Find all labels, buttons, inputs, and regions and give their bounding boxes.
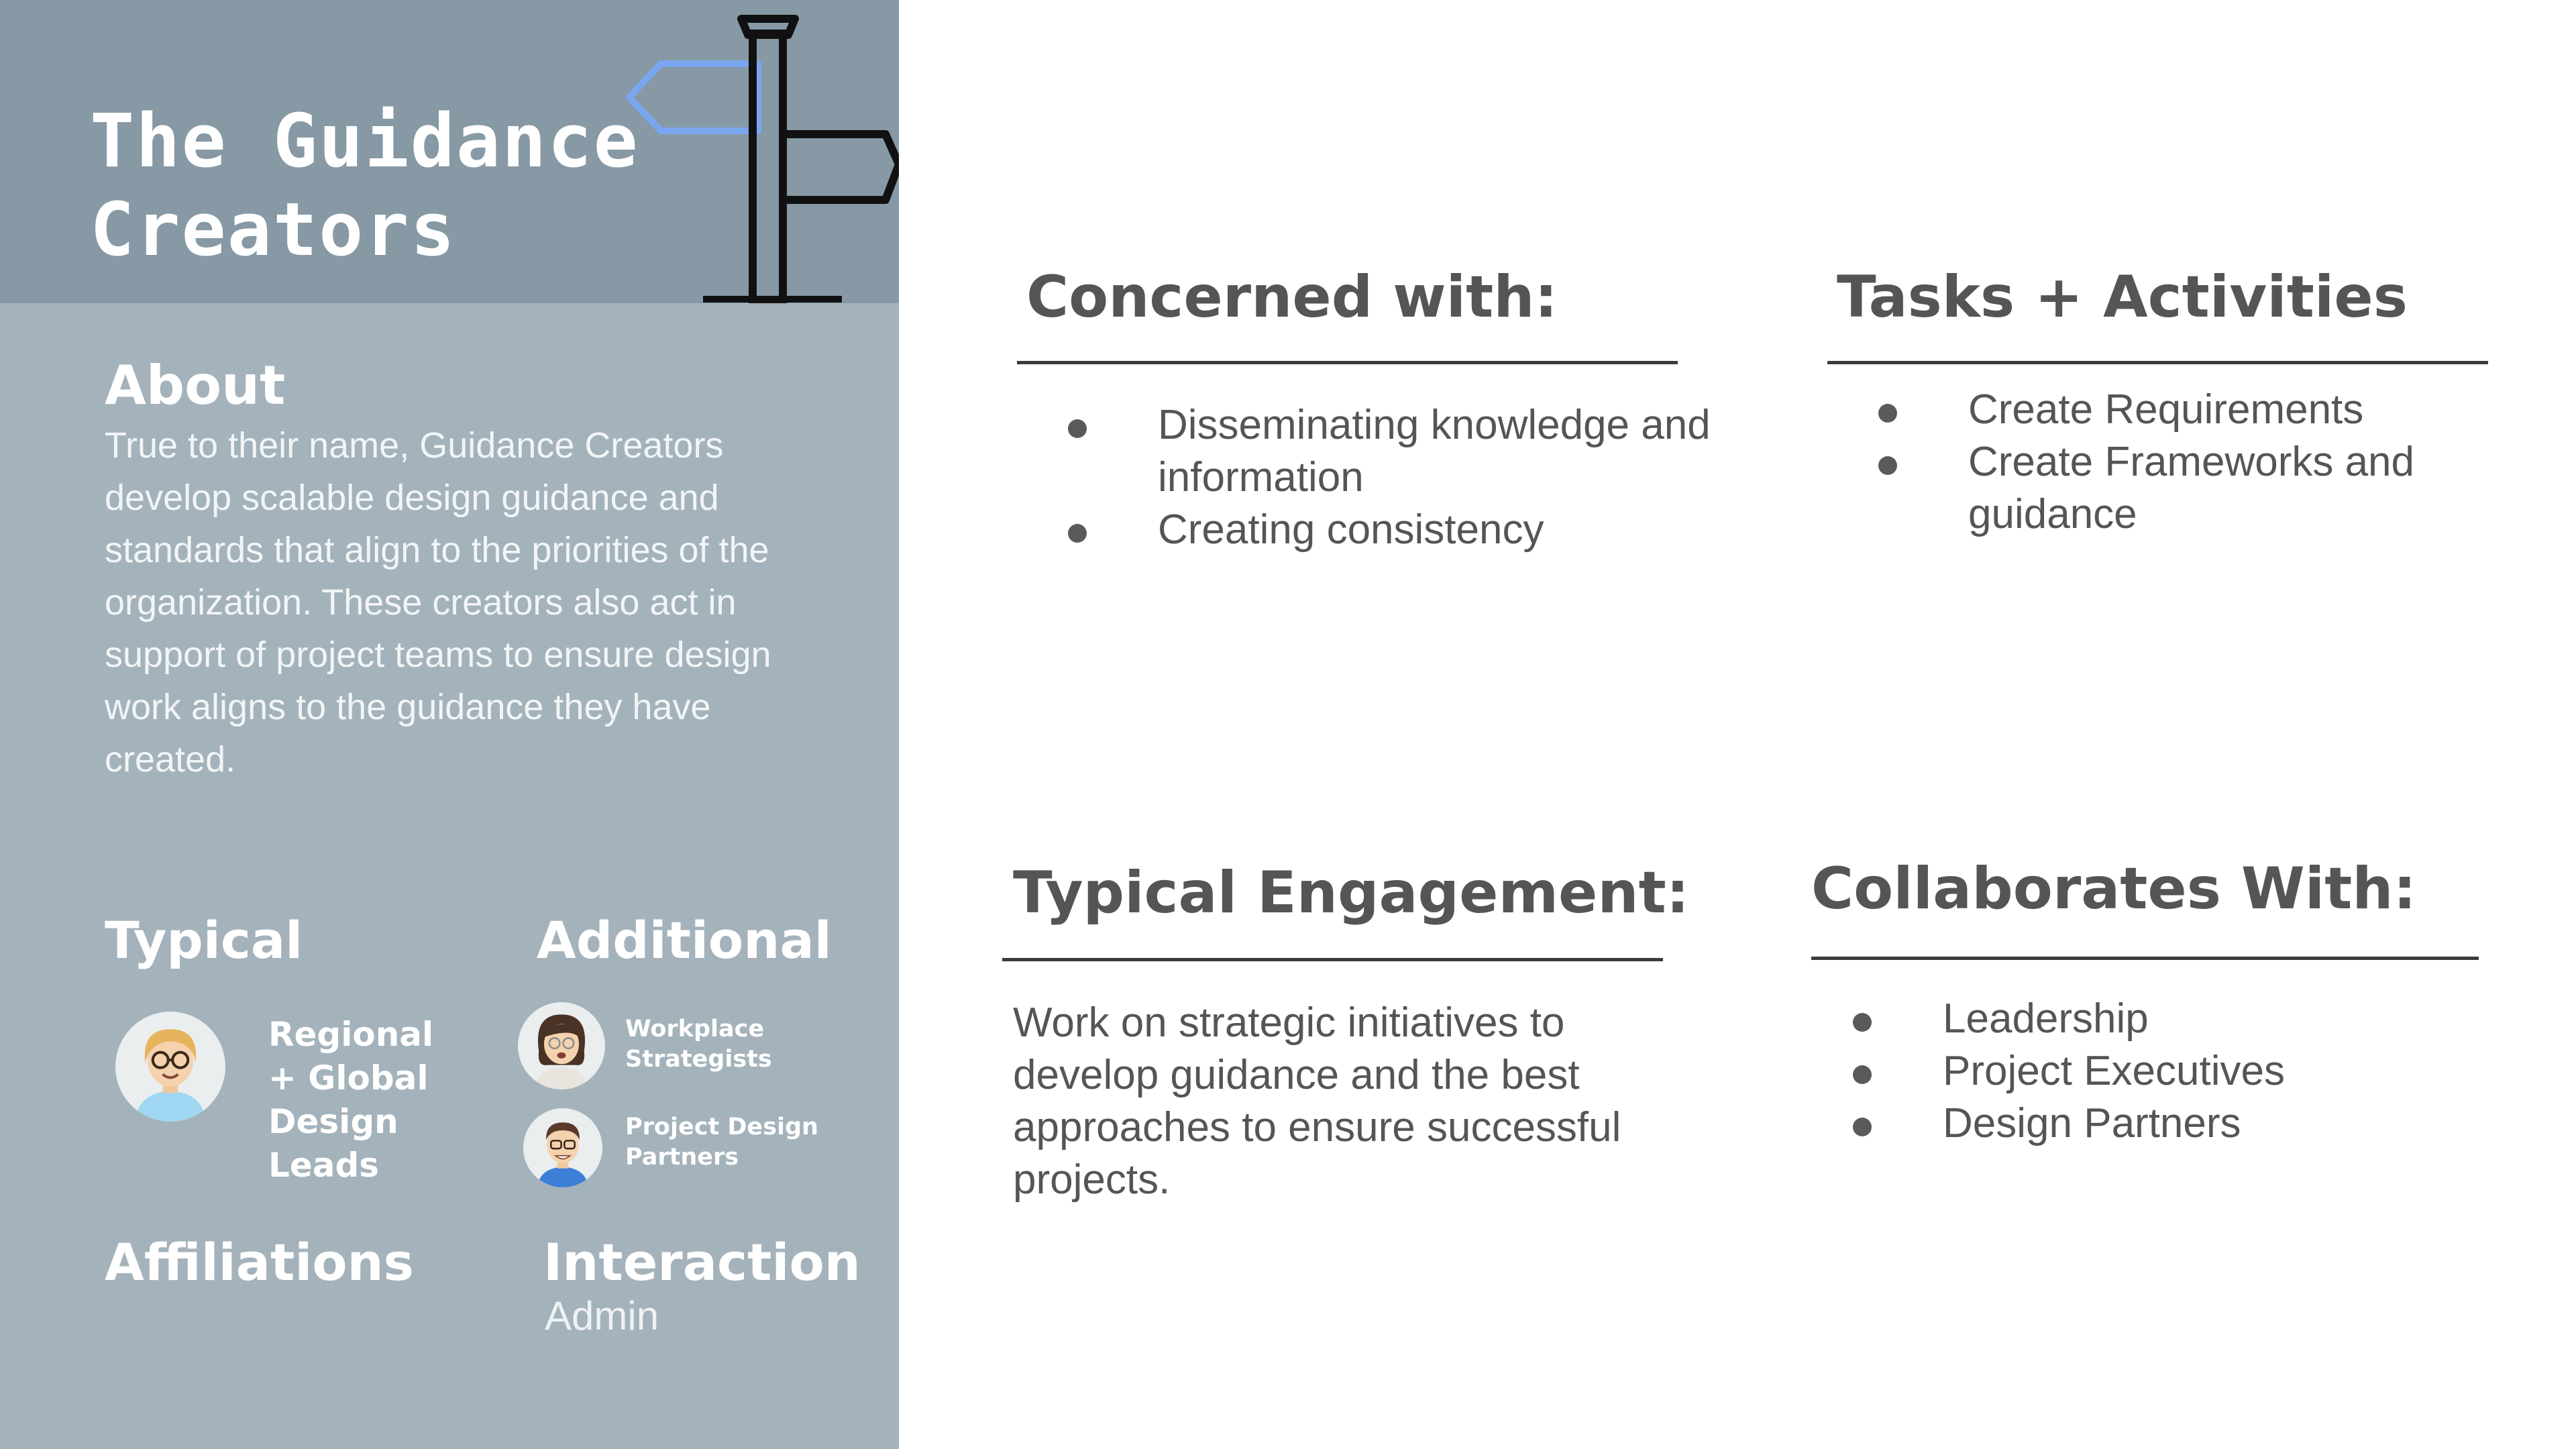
about-heading: About [105,354,286,417]
collaborates-list: Leadership Project Executives Design Par… [1853,993,2490,1150]
avatar-woman-glasses-icon [115,1012,225,1122]
list-item: Create Requirements [1878,384,2516,436]
engagement-rule [1002,958,1663,961]
interaction-heading: Interaction [543,1232,861,1292]
concerned-list: Disseminating knowledge and information … [1068,399,1739,556]
tasks-block: Tasks + Activities [1837,260,2408,334]
concerned-rule [1017,361,1678,364]
engagement-body: Work on strategic initiatives to develop… [1013,1000,1621,1203]
typical-role: Regional + Global Design Leads [268,1015,434,1185]
engagement-heading: Typical Engagement: [1013,859,1690,926]
list-item: Project Executives [1853,1045,2490,1097]
affiliations-heading: Affiliations [105,1232,414,1292]
title-line-2: Creators [90,186,456,272]
list-item: Create Frameworks and guidance [1878,436,2516,541]
additional-heading: Additional [537,910,832,970]
collaborates-block: Collaborates With: [1811,852,2416,926]
tasks-list: Create Requirements Create Frameworks an… [1878,384,2516,541]
tasks-rule [1827,361,2488,364]
title-line-1: The Guidance [90,98,639,184]
avatar-woman-dark-hair-icon [518,1002,605,1089]
project-role: Project Design Partners [625,1114,818,1171]
collaborates-rule [1811,957,2479,960]
list-item: Design Partners [1853,1097,2490,1150]
concerned-block: Concerned with: [1026,260,1558,334]
typical-heading: Typical [105,910,303,970]
engagement-block: Typical Engagement: [1013,856,1689,930]
list-item: Disseminating knowledge and information [1068,399,1739,504]
page-title: The Guidance Creators [90,97,639,274]
collaborates-heading: Collaborates With: [1811,855,2416,922]
concerned-heading: Concerned with: [1026,264,1558,331]
list-item: Creating consistency [1068,504,1739,556]
avatar-man-glasses-icon [523,1108,602,1187]
tasks-heading: Tasks + Activities [1837,264,2408,331]
header-band: The Guidance Creators [0,0,899,303]
interaction-value: Admin [545,1293,659,1338]
about-body: True to their name, Guidance Creators de… [105,425,771,780]
workplace-role: Workplace Strategists [625,1016,772,1073]
signpost-icon [626,15,899,303]
list-item: Leadership [1853,993,2490,1045]
